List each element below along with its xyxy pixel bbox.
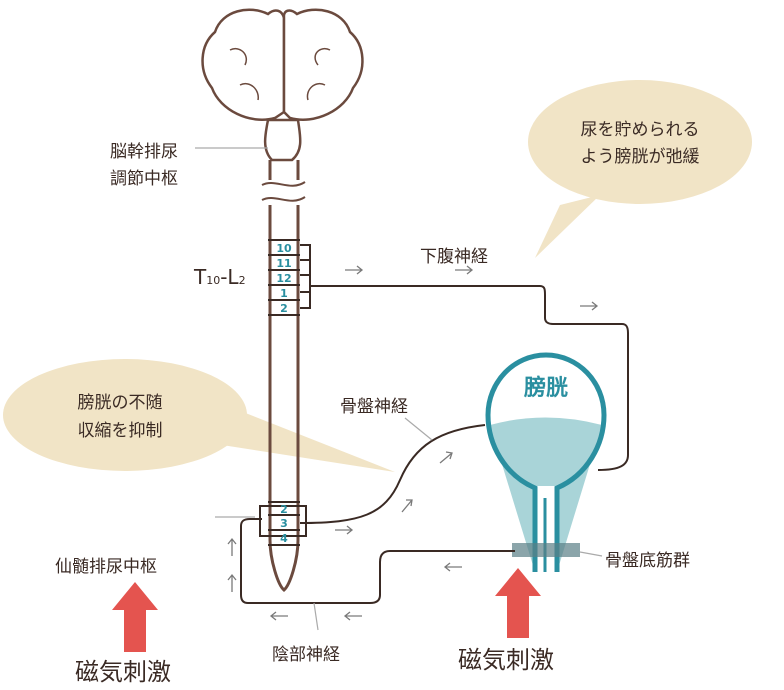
brainstem-label-1: 脳幹排尿: [110, 141, 178, 162]
spinal-cord: [261, 160, 306, 592]
bubble-right: 尿を貯められる よう膀胱が弛緩: [528, 80, 752, 258]
pelvic-nerve-label: 骨盤神経: [340, 397, 408, 417]
bubble-left-line1: 膀胱の不随: [78, 393, 163, 413]
segment-S3: 3: [280, 517, 288, 530]
bladder-label: 膀胱: [524, 375, 568, 401]
pelvic-floor-muscle: [512, 543, 580, 557]
arrow-icons-hypogastric: [345, 265, 599, 311]
arrow-icons-pelvic: [335, 451, 453, 535]
hypogastric-label: 下腹神経: [420, 247, 488, 267]
segment-T12: 12: [276, 272, 291, 285]
magnetic-label-right: 磁気刺激: [458, 646, 554, 674]
pudendal-nerve: [240, 518, 515, 604]
segment-T11: 11: [276, 257, 291, 270]
thoracolumbar-segments: 10 11 12 1 2: [268, 239, 311, 316]
hypogastric-nerve: [310, 285, 629, 471]
pelvic-nerve: [299, 424, 486, 524]
t10-l2-label: T10-L2: [193, 265, 246, 289]
segment-T10: 10: [276, 242, 292, 255]
magnetic-label-left: 磁気刺激: [75, 658, 171, 686]
brain-icon: [201, 8, 364, 162]
bubble-right-line1: 尿を貯められる: [581, 120, 700, 140]
segment-S4: 4: [280, 532, 288, 545]
magnetic-arrow-left-icon: [112, 582, 158, 652]
pelvic-floor-label: 骨盤底筋群: [605, 551, 690, 571]
segment-L2: 2: [280, 302, 288, 315]
bubble-left: 膀胱の不随 収縮を抑制: [3, 359, 395, 472]
segment-L1: 1: [280, 287, 288, 300]
sacral-segments: 2 3 4: [259, 501, 307, 546]
pudendal-nerve-label: 陰部神経: [272, 645, 340, 665]
bubble-left-line2: 収縮を抑制: [78, 421, 163, 441]
segment-S2: 2: [280, 503, 288, 516]
brainstem-label-2: 調節中枢: [110, 169, 178, 189]
magnetic-arrow-right-icon: [495, 568, 541, 638]
bubble-right-line2: よう膀胱が弛緩: [581, 147, 700, 167]
arrow-icons-pudendal: [227, 537, 462, 621]
sacral-center-label: 仙髄排尿中枢: [55, 557, 157, 577]
bladder: 膀胱: [485, 352, 607, 572]
